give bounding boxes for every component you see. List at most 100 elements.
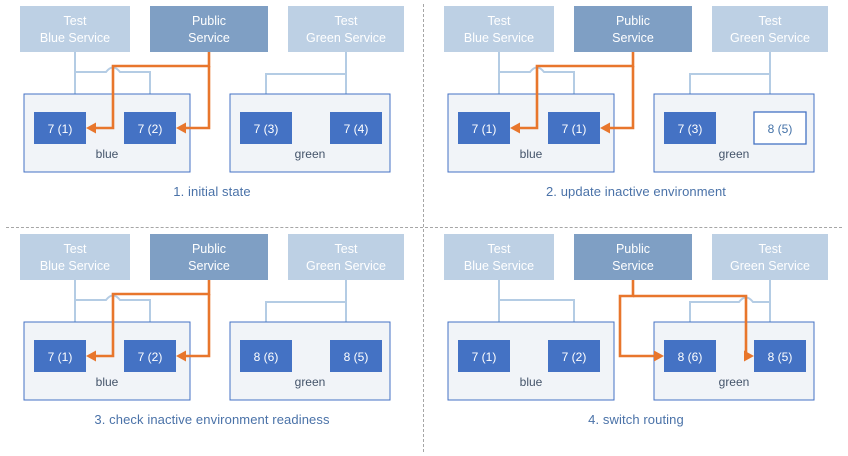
panel-4-green-instance-1[interactable]: 8 (6): [664, 340, 716, 372]
vertical-divider: [423, 4, 424, 452]
panel-1-blue-env-label: blue: [96, 147, 119, 161]
panel-1-blue-instance-1-label: 7 (1): [48, 122, 73, 136]
panel-2-blue-instance-1[interactable]: 7 (1): [458, 112, 510, 144]
panel-1-test-green-service-line2: Green Service: [306, 31, 386, 45]
panel-3-public-route-inst1: [96, 280, 211, 358]
panel-4-arrow-public-inst1: [654, 350, 664, 362]
panel-2-blue-instance-2-label: 7 (1): [562, 122, 587, 136]
panel-1-public-service-line2: Service: [188, 31, 230, 45]
test-green-connector-left: [265, 52, 347, 103]
panel-3-green-instance-1-label: 8 (6): [254, 350, 279, 364]
panel-4-blue-instance-1[interactable]: 7 (1): [458, 340, 510, 372]
panel-1-public-route-inst2: [186, 66, 211, 130]
panel-1-arrow-public-inst2: [176, 122, 186, 134]
panel-1-green-instance-2-label: 7 (4): [344, 122, 369, 136]
panel-2-public-service-line1: Public: [616, 14, 650, 28]
panel-3-arrow-public-inst1: [86, 350, 96, 362]
panel-2-test-blue-service-line2: Blue Service: [464, 31, 534, 45]
panel-1-blue-instance-2[interactable]: 7 (2): [124, 112, 176, 144]
panel-1-blue-instance-1[interactable]: 7 (1): [34, 112, 86, 144]
panel-2-public-route-inst1: [520, 52, 635, 130]
panel-2-caption: 2. update inactive environment: [545, 184, 727, 199]
panel-3-test-blue-service-line1: Test: [64, 242, 87, 256]
panel-3-blue-instance-2-label: 7 (2): [138, 350, 163, 364]
panel-3-green-instance-2[interactable]: 8 (5): [330, 340, 382, 372]
panel-1-caption: 1. initial state: [173, 184, 251, 199]
panel-4-test-green-service-line2: Green Service: [730, 259, 810, 273]
panel-1-green-instance-2[interactable]: 7 (4): [330, 112, 382, 144]
panel-4-caption: 4. switch routing: [588, 412, 684, 427]
panel-2-green-instance-1-label: 7 (3): [678, 122, 703, 136]
panel-1-test-blue-service-line2: Blue Service: [40, 31, 110, 45]
panel-3-public-route-inst2: [186, 294, 211, 358]
panel-2-green-instance-2[interactable]: 8 (5): [753, 111, 807, 145]
panel-1-arrow-public-inst1: [86, 122, 96, 134]
panel-3-public-service-line2: Service: [188, 259, 230, 273]
panel-2-green-instance-1[interactable]: 7 (3): [664, 112, 716, 144]
panel-3-test-blue-service-line2: Blue Service: [40, 259, 110, 273]
test-blue-connector-right: [498, 280, 575, 331]
panel-4-blue-instance-2-label: 7 (2): [562, 350, 587, 364]
panel-4-green-env-label: green: [719, 375, 750, 389]
panel-2-public-service-line2: Service: [612, 31, 654, 45]
panel-4-green-instance-2-label: 8 (5): [768, 350, 793, 364]
panel-1-test-green-service-line1: Test: [335, 14, 358, 28]
panel-3-green-instance-1[interactable]: 8 (6): [240, 340, 292, 372]
panel-3-test-green-service-line1: Test: [335, 242, 358, 256]
panel-3-public-service-line1: Public: [192, 242, 226, 256]
panel-2-blue-instance-2[interactable]: 7 (1): [548, 112, 600, 144]
panel-4-blue-instance-1-label: 7 (1): [472, 350, 497, 364]
panel-3-blue-env-label: blue: [96, 375, 119, 389]
panel-3-blue-instance-1-label: 7 (1): [48, 350, 73, 364]
panel-4-public-route-inst1: [618, 280, 654, 358]
panel-4-test-green-service-line1: Test: [759, 242, 782, 256]
panel-2-test-blue-service-line1: Test: [488, 14, 511, 28]
panel-3-blue-instance-1[interactable]: 7 (1): [34, 340, 86, 372]
panel-4-test-blue-service-line2: Blue Service: [464, 259, 534, 273]
panel-2-green-env-label: green: [719, 147, 750, 161]
panel-1-green-instance-1[interactable]: 7 (3): [240, 112, 292, 144]
panel-2-blue-instance-1-label: 7 (1): [472, 122, 497, 136]
panel-1-blue-instance-2-label: 7 (2): [138, 122, 163, 136]
panel-1-green-instance-1-label: 7 (3): [254, 122, 279, 136]
panel-3-green-env-label: green: [295, 375, 326, 389]
panel-2-arrow-public-inst2: [600, 122, 610, 134]
panel-2-arrow-public-inst1: [510, 122, 520, 134]
panel-2-green-instance-2-label: 8 (5): [768, 122, 793, 136]
horizontal-divider: [6, 227, 842, 228]
panel-2-test-green-service-line1: Test: [759, 14, 782, 28]
panel-1-test-blue-service-line1: Test: [64, 14, 87, 28]
panel-4-blue-instance-2[interactable]: 7 (2): [548, 340, 600, 372]
panel-3-green-instance-2-label: 8 (5): [344, 350, 369, 364]
panel-1-public-service-line1: Public: [192, 14, 226, 28]
panel-3-test-green-service-line2: Green Service: [306, 259, 386, 273]
panel-4-test-blue-service-line1: Test: [488, 242, 511, 256]
panel-4-green-instance-2[interactable]: 8 (5): [754, 340, 806, 372]
panel-3-caption: 3. check inactive environment readiness: [94, 412, 330, 427]
panel-1-public-route-inst1: [96, 52, 211, 130]
test-green-connector-left: [689, 52, 771, 103]
panel-2-public-route-inst2: [610, 66, 635, 130]
test-green-connector-left: [265, 280, 347, 331]
panel-3-blue-instance-2[interactable]: 7 (2): [124, 340, 176, 372]
panel-4-public-service-line1: Public: [616, 242, 650, 256]
